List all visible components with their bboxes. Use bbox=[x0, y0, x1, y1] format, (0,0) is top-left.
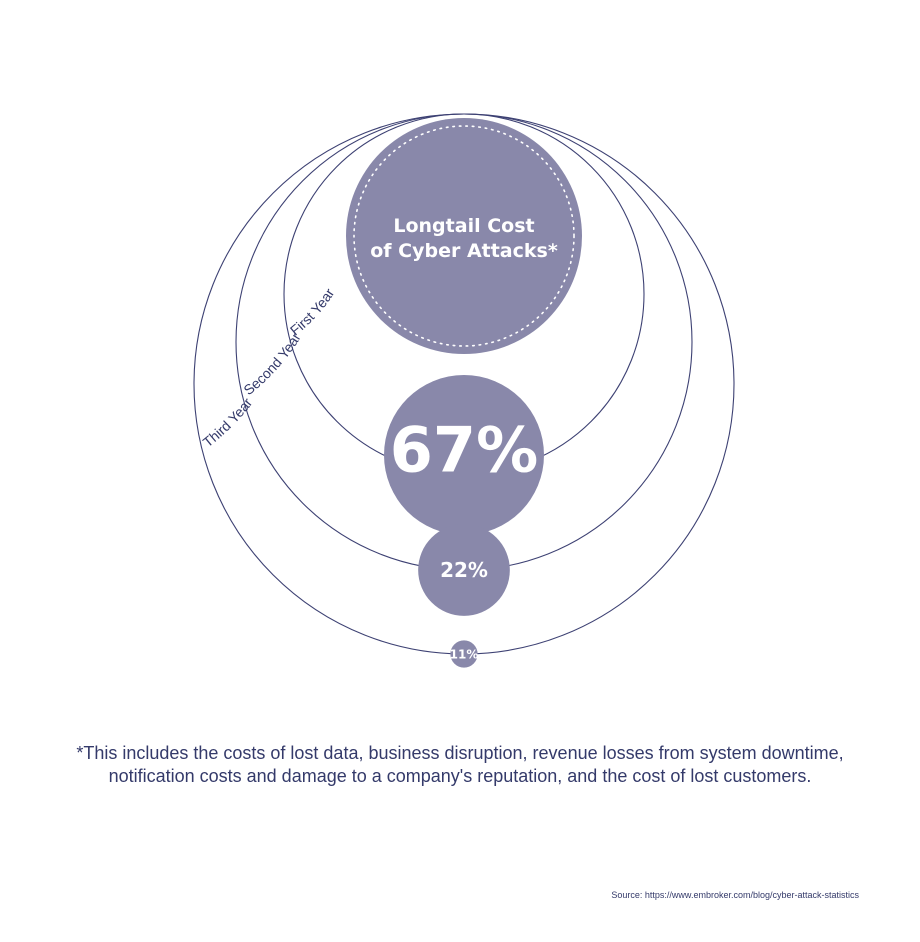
arc-label-third-year: Third Year bbox=[200, 394, 256, 450]
year-labels: First Year Second Year Third Year bbox=[200, 285, 338, 450]
footnote-line-2: notification costs and damage to a compa… bbox=[108, 766, 812, 786]
year-value-discs: 67% 22% 11% bbox=[384, 375, 544, 668]
source-credit: Source: https://www.embroker.com/blog/cy… bbox=[611, 890, 859, 900]
arc-label-first-year-text: First Year bbox=[287, 285, 338, 338]
arc-label-third-year-text: Third Year bbox=[200, 394, 256, 450]
footnote: *This includes the costs of lost data, b… bbox=[20, 742, 900, 788]
value-disc-first-year bbox=[384, 375, 544, 535]
value-disc-second-year bbox=[418, 524, 510, 616]
title-disc: Longtail Cost of Cyber Attacks* bbox=[346, 118, 582, 354]
value-label-second-year: 22% bbox=[440, 558, 488, 582]
value-label-first-year: 67% bbox=[390, 414, 538, 487]
chart-title-line-2: of Cyber Attacks* bbox=[370, 240, 558, 262]
value-disc-third-year bbox=[450, 640, 478, 668]
footnote-line-1: *This includes the costs of lost data, b… bbox=[76, 743, 844, 763]
chart-title-line-1: Longtail Cost bbox=[393, 215, 534, 237]
arc-label-second-year-text: Second Year bbox=[240, 330, 304, 399]
longtail-cost-chart: Longtail Cost of Cyber Attacks* First Ye… bbox=[193, 113, 735, 668]
title-disc-dotted-border bbox=[353, 125, 575, 347]
arc-label-second-year: Second Year bbox=[240, 330, 304, 399]
arc-label-first-year: First Year bbox=[287, 285, 338, 338]
title-disc-circle bbox=[346, 118, 582, 354]
value-label-third-year: 11% bbox=[450, 647, 479, 661]
